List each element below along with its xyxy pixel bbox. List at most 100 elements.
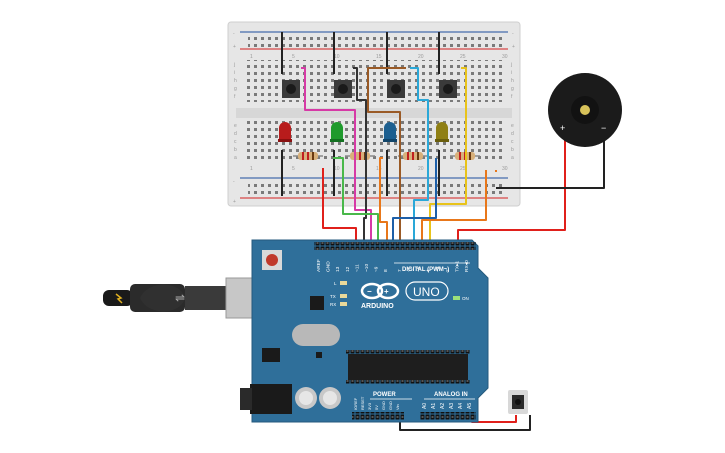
analog-pin-label-A5: A5: [467, 403, 473, 409]
led-l: [340, 281, 347, 285]
column-number-1-bottom: 1: [250, 166, 253, 172]
row-letter-i-right: i: [511, 70, 512, 76]
column-number-25: 25: [460, 54, 466, 60]
pin-label-12: ~3: [435, 266, 441, 272]
buzzer-plus-label: +: [560, 123, 565, 133]
wire-red-led: [322, 168, 357, 246]
row-letter-a-right: a: [511, 155, 514, 161]
row-letter-f-right: f: [511, 94, 513, 100]
row-letter-h-right: h: [511, 78, 514, 84]
resistor-3: [398, 152, 428, 160]
analog-pin-label-A3: A3: [449, 403, 455, 409]
analog-label: ANALOG IN: [434, 392, 468, 398]
digital-header: [314, 242, 476, 250]
pin-label-3: 12: [345, 266, 351, 272]
wire-orange-2: [421, 170, 487, 246]
row-letter-i: i: [234, 70, 235, 76]
arduino-logo-icon: − +: [360, 282, 400, 300]
wire-buzzer-positive: [457, 136, 566, 246]
pin-label-1: GND: [326, 261, 332, 272]
pushbutton-1[interactable]: [282, 80, 300, 98]
pin-label-5: ~10: [364, 264, 370, 272]
column-number-5-bottom: 5: [292, 166, 295, 172]
pin-label-9: ~6: [406, 266, 412, 272]
resistor-1: [293, 152, 323, 160]
wire-dark: [353, 67, 367, 246]
column-number-10: 10: [334, 54, 340, 60]
usb-chip: [310, 296, 324, 310]
column-number-30-bottom: 30: [502, 166, 508, 172]
pin-label-4: ~11: [354, 264, 360, 272]
row-letter-f: f: [234, 94, 236, 100]
row-letter-d-right: d: [511, 131, 514, 137]
pin-label-6: ~9: [374, 266, 380, 272]
pin-label-14: TX▸1: [454, 260, 460, 272]
pin-label-15: RX◂0: [464, 260, 470, 272]
row-letter-c: c: [234, 139, 237, 145]
reset-button[interactable]: [262, 250, 282, 270]
column-number-15-bottom: 15: [376, 166, 382, 172]
on-led: [453, 296, 460, 300]
power-pin-label-2: 3V3: [367, 402, 372, 410]
analog-pin-label-A0: A0: [422, 403, 428, 409]
analog-pin-label-A1: A1: [431, 403, 437, 409]
column-number-20: 20: [418, 54, 424, 60]
digital-label: DIGITAL (PWM~): [402, 267, 449, 273]
bottom-rail-holes: [248, 181, 506, 195]
power-label: POWER: [373, 392, 396, 398]
led-blue: [383, 122, 397, 142]
wire-buzzer-ground: [496, 136, 605, 189]
wire-magenta: [301, 67, 372, 246]
power-jack: [250, 384, 292, 414]
brand-label: ARDUINO: [361, 303, 394, 310]
led-label-l: L: [334, 281, 337, 286]
led-label-tx: TX: [330, 294, 336, 299]
svg-text:+: +: [384, 287, 389, 296]
pin-label-2: 13: [335, 266, 341, 272]
wire-orange-1: [379, 157, 388, 246]
rail-plus-label-bottom: +: [233, 199, 236, 205]
model-label: UNO: [413, 285, 440, 299]
pushbutton-4[interactable]: [439, 80, 457, 98]
analog-pin-label-A4: A4: [458, 403, 464, 409]
voltage-regulator: [262, 348, 280, 362]
row-letter-j: j: [233, 62, 235, 68]
led-green: [330, 122, 344, 142]
pin-label-7: 8: [383, 269, 389, 272]
rail-minus-label: -: [233, 31, 235, 37]
row-letter-b-right: b: [511, 147, 514, 153]
row-letter-g-right: g: [511, 86, 514, 92]
buzzer-minus-label: −: [601, 123, 606, 133]
led-rx: [340, 302, 347, 306]
column-number-25-bottom: 25: [460, 166, 466, 172]
rail-minus-label-bottom: -: [233, 179, 235, 185]
pushbutton-3[interactable]: [387, 80, 405, 98]
on-label: ON: [462, 296, 469, 301]
wire-cyan: [410, 67, 429, 246]
analog-header: [420, 412, 476, 420]
breadboard-ground-jumpers: [281, 32, 440, 196]
pushbutton-2[interactable]: [334, 80, 352, 98]
pin-label-11: 4: [426, 269, 432, 272]
rail-plus-label-right: +: [512, 44, 515, 50]
svg-text:−: −: [367, 287, 372, 296]
capacitor-2: [319, 387, 341, 409]
power-pin-label-3: 5V: [374, 405, 379, 410]
power-pin-label-5: GND: [388, 401, 393, 410]
row-letter-g: g: [234, 86, 237, 92]
column-number-1: 1: [250, 54, 253, 60]
row-letter-j-right: j: [510, 62, 512, 68]
power-pin-label-4: GND: [381, 401, 386, 410]
column-number-15: 15: [376, 54, 382, 60]
top-rail-holes: [248, 34, 506, 48]
pin-label-10: ~5: [416, 266, 422, 272]
led-label-rx: RX: [330, 302, 336, 307]
rail-plus-label: +: [233, 44, 236, 50]
pushbutton-5[interactable]: [508, 390, 528, 414]
usb-cable: ⇌: [103, 277, 267, 319]
